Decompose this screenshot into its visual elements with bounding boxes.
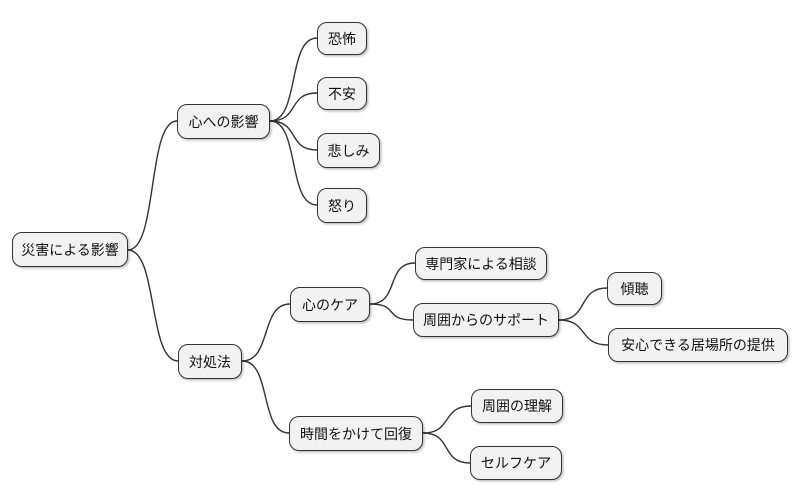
node-coping-methods-label: 対処法: [189, 353, 231, 370]
node-root-label: 災害による影響: [21, 241, 119, 258]
node-expert-consultation-label: 専門家による相談: [425, 255, 537, 272]
edge-mental-impact-anger: [269, 120, 318, 206]
edge-mental-impact-anxiety: [269, 92, 318, 122]
edge-time-recovery-self-care: [422, 432, 471, 464]
node-self-care: セルフケア: [470, 446, 562, 480]
node-fear: 恐怖: [317, 22, 367, 55]
edge-mental-care-expert-consultation: [369, 262, 416, 305]
edge-root-coping-methods: [127, 249, 179, 362]
edge-mental-impact-sadness: [269, 120, 318, 151]
node-listening: 傾聴: [607, 272, 662, 305]
edge-coping-methods-mental-care: [241, 303, 291, 362]
node-mental-care-label: 心のケア: [302, 296, 358, 313]
edge-mental-impact-fear: [269, 37, 318, 122]
node-safe-place: 安心できる居場所の提供: [608, 328, 788, 362]
node-root: 災害による影響: [12, 232, 128, 267]
node-expert-consultation: 専門家による相談: [415, 247, 547, 280]
edge-time-recovery-understanding-from-others: [422, 405, 472, 434]
edge-coping-methods-time-recovery: [241, 360, 290, 434]
node-anxiety-label: 不安: [328, 85, 356, 102]
node-self-care-label: セルフケア: [481, 455, 551, 471]
node-anger-label: 怒り: [328, 197, 356, 214]
node-mental-impact-label: 心への影響: [188, 113, 259, 130]
node-time-recovery: 時間をかけて回復: [289, 416, 423, 451]
node-anger: 怒り: [317, 188, 367, 223]
node-safe-place-label: 安心できる居場所の提供: [621, 337, 775, 353]
node-sadness-label: 悲しみ: [327, 142, 370, 159]
edge-support-from-others-safe-place: [558, 319, 609, 346]
node-mental-impact: 心への影響: [177, 104, 270, 139]
node-understanding-from-others: 周囲の理解: [471, 389, 563, 423]
node-listening-label: 傾聴: [620, 280, 649, 297]
node-anxiety: 不安: [317, 77, 367, 110]
node-support-from-others-label: 周囲からのサポート: [423, 312, 549, 328]
edge-support-from-others-listening: [558, 287, 608, 321]
node-understanding-from-others-label: 周囲の理解: [482, 398, 552, 414]
node-coping-methods: 対処法: [178, 344, 242, 379]
node-time-recovery-label: 時間をかけて回復: [300, 425, 412, 442]
node-mental-care: 心のケア: [290, 287, 370, 322]
node-sadness: 悲しみ: [317, 133, 380, 168]
node-support-from-others: 周囲からのサポート: [413, 303, 559, 337]
edge-root-mental-impact: [127, 120, 178, 251]
edge-mental-care-support-from-others: [369, 303, 414, 321]
node-fear-label: 恐怖: [328, 30, 356, 47]
